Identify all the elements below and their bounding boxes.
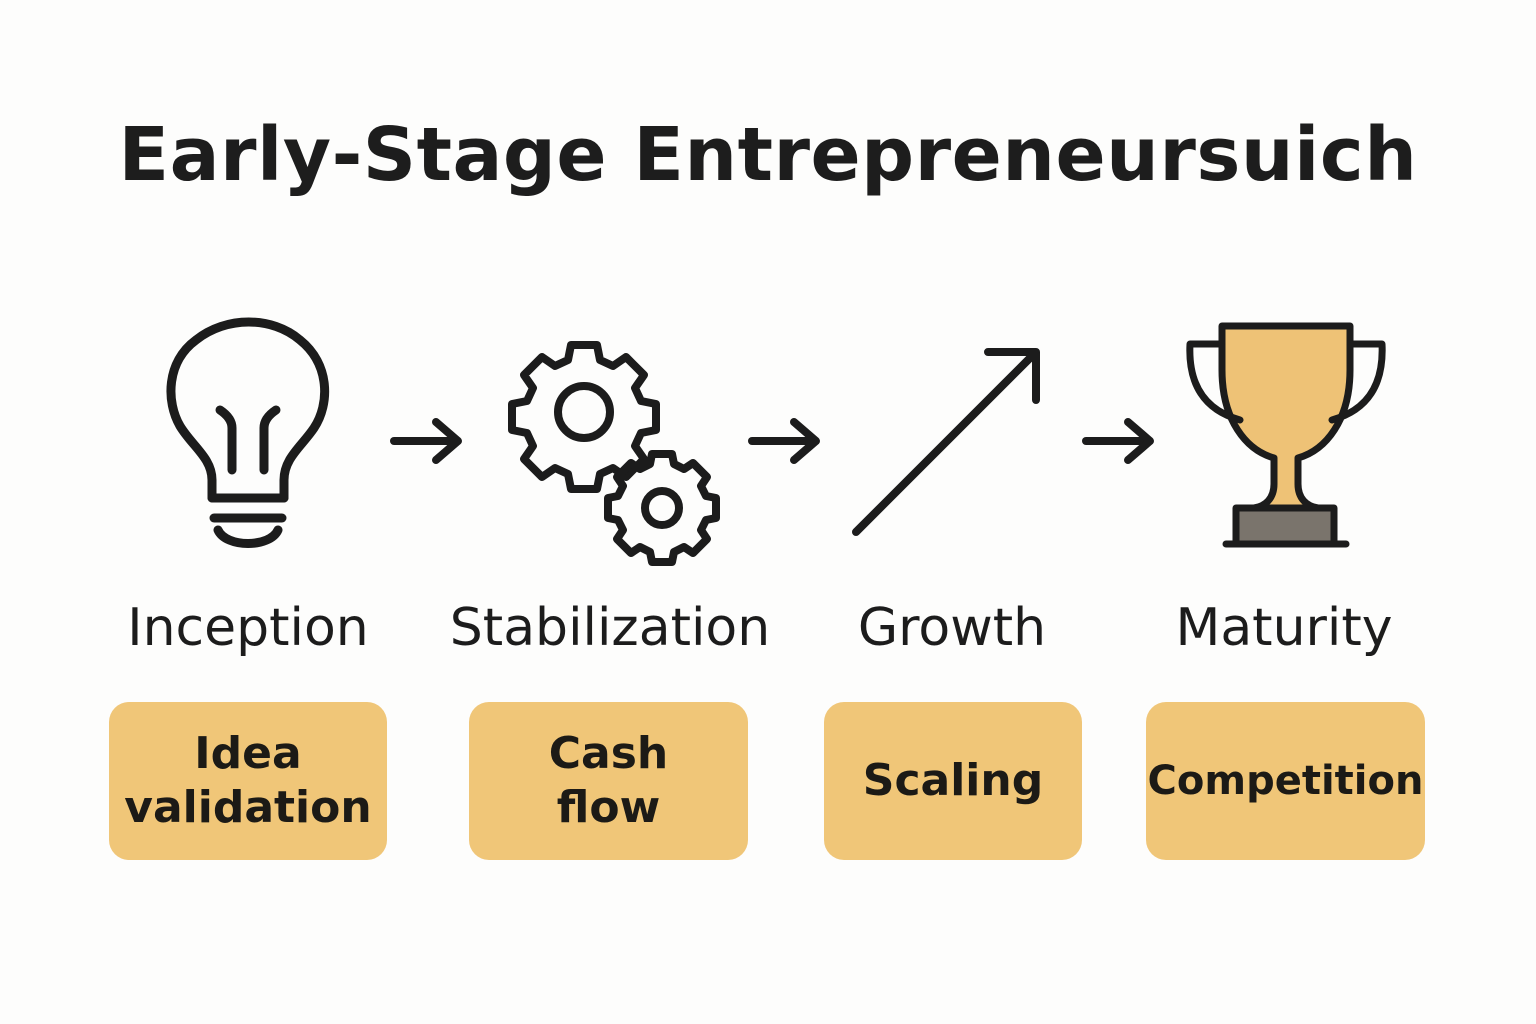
stage-card-text: Scaling (862, 755, 1044, 806)
stage-card-growth: Scaling (824, 702, 1082, 860)
stage-card-inception: Idea validation (109, 702, 387, 860)
diagram-title: Early-Stage Entrepreneursuich (118, 112, 1418, 198)
stage-card-text: Idea validation (124, 728, 372, 833)
trophy-icon (1180, 318, 1392, 554)
stage-label-inception: Inception (127, 598, 369, 658)
stage-label-maturity: Maturity (1175, 598, 1393, 658)
growth-arrow-icon (846, 342, 1046, 542)
stage-card-maturity: Competition (1146, 702, 1425, 860)
lightbulb-icon (160, 317, 340, 558)
gears-icon (500, 330, 730, 566)
stage-label-growth: Growth (857, 598, 1047, 658)
arrow-right-icon (388, 418, 468, 468)
arrow-right-icon (746, 418, 826, 468)
stage-card-text: Cash flow (548, 728, 669, 833)
stage-label-stabilization: Stabilization (449, 598, 771, 658)
stage-card-text: Competition (1147, 758, 1424, 804)
arrow-right-icon (1080, 418, 1160, 468)
stage-card-stabilization: Cash flow (469, 702, 748, 860)
